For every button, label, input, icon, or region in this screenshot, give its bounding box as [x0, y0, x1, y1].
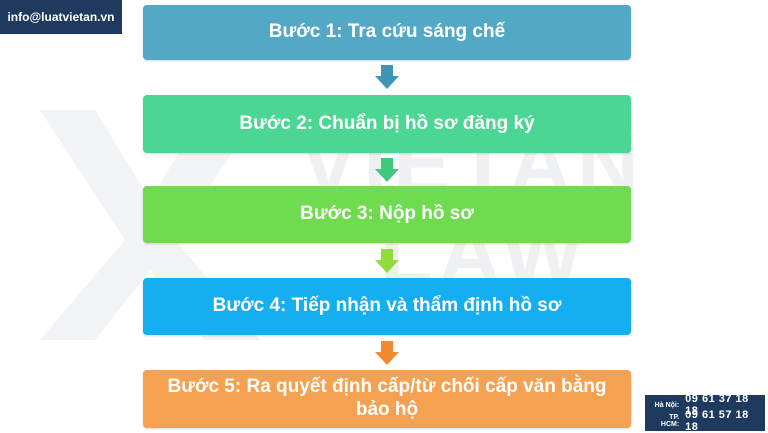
step-4-box: Bước 4: Tiếp nhận và thẩm định hồ sơ [143, 278, 631, 335]
down-arrow-icon [375, 341, 399, 365]
step-3-label: Bước 3: Nộp hồ sơ [300, 203, 474, 225]
step-5-box: Bước 5: Ra quyết định cấp/từ chối cấp vă… [143, 370, 631, 428]
step-4-label: Bước 4: Tiếp nhận và thẩm định hồ sơ [212, 295, 562, 317]
email-badge[interactable]: info@luatvietan.vn [0, 0, 122, 34]
step-1-box: Bước 1: Tra cứu sáng chế [143, 5, 631, 60]
step-3-box: Bước 3: Nộp hồ sơ [143, 186, 631, 243]
step-1-label: Bước 1: Tra cứu sáng chế [268, 21, 506, 43]
hanoi-contact-row: Hà Nội: 09 61 37 18 18 [649, 393, 761, 417]
hanoi-phone[interactable]: 09 61 37 18 18 [685, 393, 749, 417]
down-arrow-icon [375, 158, 399, 182]
down-arrow-icon [375, 249, 399, 273]
step-2-label: Bước 2: Chuẩn bị hồ sơ đăng ký [239, 112, 535, 134]
step-5-label: Bước 5: Ra quyết định cấp/từ chối cấp vă… [167, 376, 607, 420]
hcm-label: TP. HCM: [660, 414, 680, 428]
contact-phones-panel: Hà Nội: 09 61 37 18 18 TP. HCM: 09 61 57… [645, 393, 765, 433]
hcm-phone[interactable]: 09 61 57 18 18 [685, 409, 749, 433]
down-arrow-icon [375, 65, 399, 89]
hcm-contact-row: TP. HCM: 09 61 57 18 18 [649, 409, 761, 433]
hanoi-label: Hà Nội: [654, 401, 680, 409]
step-2-box: Bước 2: Chuẩn bị hồ sơ đăng ký [143, 95, 631, 153]
